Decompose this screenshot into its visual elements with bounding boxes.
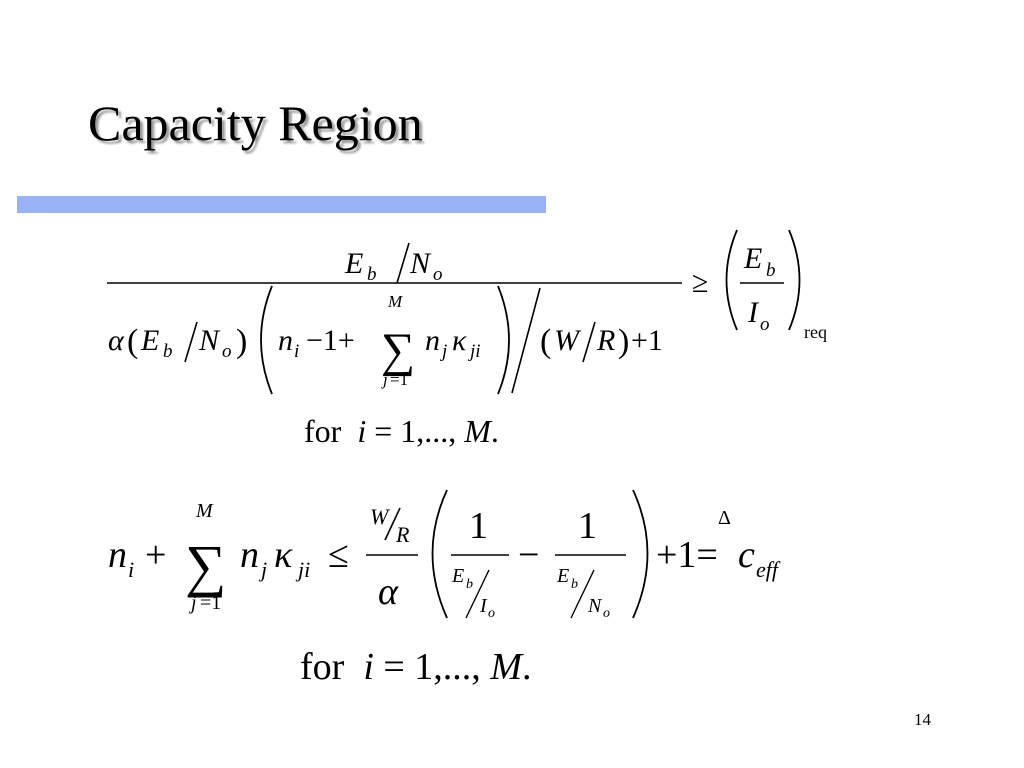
svg-text:n: n	[278, 324, 293, 357]
svg-text:b: b	[163, 341, 173, 362]
svg-text:i: i	[128, 557, 134, 582]
svg-text:R: R	[596, 324, 615, 357]
condition-line-1: for i = 1,..., M.	[304, 415, 499, 447]
numerator-eb-over-no: E b N o	[344, 242, 443, 285]
svg-text:∑: ∑	[185, 533, 226, 598]
svg-text:j: j	[381, 370, 388, 389]
svg-text:o: o	[760, 314, 770, 335]
svg-text:E: E	[344, 247, 363, 280]
svg-text:Δ: Δ	[718, 507, 731, 529]
svg-text:W: W	[554, 324, 582, 357]
svg-text:W: W	[370, 504, 390, 529]
svg-text:i: i	[294, 341, 299, 362]
svg-text:+: +	[145, 534, 166, 576]
svg-text:∑: ∑	[381, 324, 415, 377]
svg-text:j: j	[439, 341, 447, 362]
svg-text:+1: +1	[631, 324, 663, 357]
index-var: i	[357, 413, 367, 449]
svg-text:α: α	[108, 324, 125, 357]
svg-text:): )	[618, 323, 629, 360]
svg-text:b: b	[466, 577, 473, 592]
svg-text:=1: =1	[200, 592, 221, 614]
svg-text:I: I	[747, 296, 760, 329]
svg-text:b: b	[367, 264, 377, 285]
svg-text:1: 1	[578, 505, 597, 547]
upper-var: M	[464, 413, 491, 449]
svg-text:b: b	[571, 577, 578, 592]
svg-text:R: R	[395, 522, 410, 547]
svg-text:eff: eff	[756, 557, 781, 582]
svg-text:c: c	[738, 534, 755, 576]
svg-text:ji: ji	[467, 341, 481, 362]
end-period: .	[521, 646, 532, 688]
range-text: = 1,...,	[383, 646, 491, 688]
svg-text:n: n	[240, 534, 259, 576]
svg-text:b: b	[766, 260, 776, 281]
lhs-sum: n i + M ∑ j =1 n j κ ji ≤	[108, 500, 349, 614]
svg-text:o: o	[603, 606, 610, 621]
svg-text:E: E	[556, 565, 569, 587]
condition-line-2: for i = 1,..., M.	[300, 648, 531, 686]
svg-text:≥: ≥	[692, 266, 708, 299]
svg-text:N: N	[587, 595, 603, 617]
svg-text:κ: κ	[452, 324, 467, 357]
capacity-inequality-1: E b N o α ( E b N o ) n i −1+ M ∑ j =1 n…	[107, 229, 827, 395]
range-text: = 1,...,	[374, 413, 465, 449]
rhs-required-ratio: ≥ E b I o req	[692, 229, 827, 342]
svg-text:o: o	[222, 341, 232, 362]
end-period: .	[490, 413, 499, 449]
title-underline-bar	[17, 196, 546, 213]
index-var: i	[363, 646, 374, 688]
svg-text:E: E	[140, 324, 159, 357]
svg-text:req: req	[804, 322, 827, 342]
svg-text:(: (	[540, 323, 551, 360]
svg-text:n: n	[108, 534, 127, 576]
svg-text:(: (	[127, 323, 138, 360]
svg-text:κ: κ	[274, 534, 293, 576]
for-word: for	[300, 646, 345, 688]
for-word: for	[304, 413, 342, 449]
svg-text:α: α	[378, 571, 399, 613]
svg-text:E: E	[451, 565, 464, 587]
svg-text:I: I	[479, 595, 488, 617]
svg-text:=1: =1	[390, 370, 408, 389]
capacity-inequality-2: n i + M ∑ j =1 n j κ ji ≤ W R α 1 E b I …	[108, 489, 781, 621]
upper-var: M	[490, 646, 522, 688]
svg-text:o: o	[433, 264, 443, 285]
svg-text:E: E	[743, 242, 762, 275]
svg-text:M: M	[387, 292, 403, 311]
svg-text:+1=: +1=	[656, 534, 718, 576]
svg-text:−1+: −1+	[306, 324, 355, 357]
denominator: α ( E b N o ) n i −1+ M ∑ j =1 n j κ ji …	[108, 285, 663, 395]
svg-text:≤: ≤	[328, 534, 349, 576]
svg-text:j: j	[188, 592, 197, 614]
svg-text:−: −	[518, 534, 539, 576]
svg-text:o: o	[488, 606, 495, 621]
svg-text:ji: ji	[295, 557, 310, 582]
slide-title: Capacity Region	[88, 95, 423, 151]
svg-text:n: n	[425, 324, 440, 357]
svg-text:N: N	[409, 247, 432, 280]
svg-text:M: M	[195, 500, 214, 522]
svg-text:1: 1	[469, 505, 488, 547]
svg-text:): )	[236, 323, 247, 360]
rhs-fraction: W R α 1 E b I o − 1 E b N o +1= Δ c eff	[366, 489, 781, 621]
svg-text:j: j	[258, 557, 267, 582]
svg-text:N: N	[198, 324, 221, 357]
slide-number: 14	[914, 710, 931, 729]
